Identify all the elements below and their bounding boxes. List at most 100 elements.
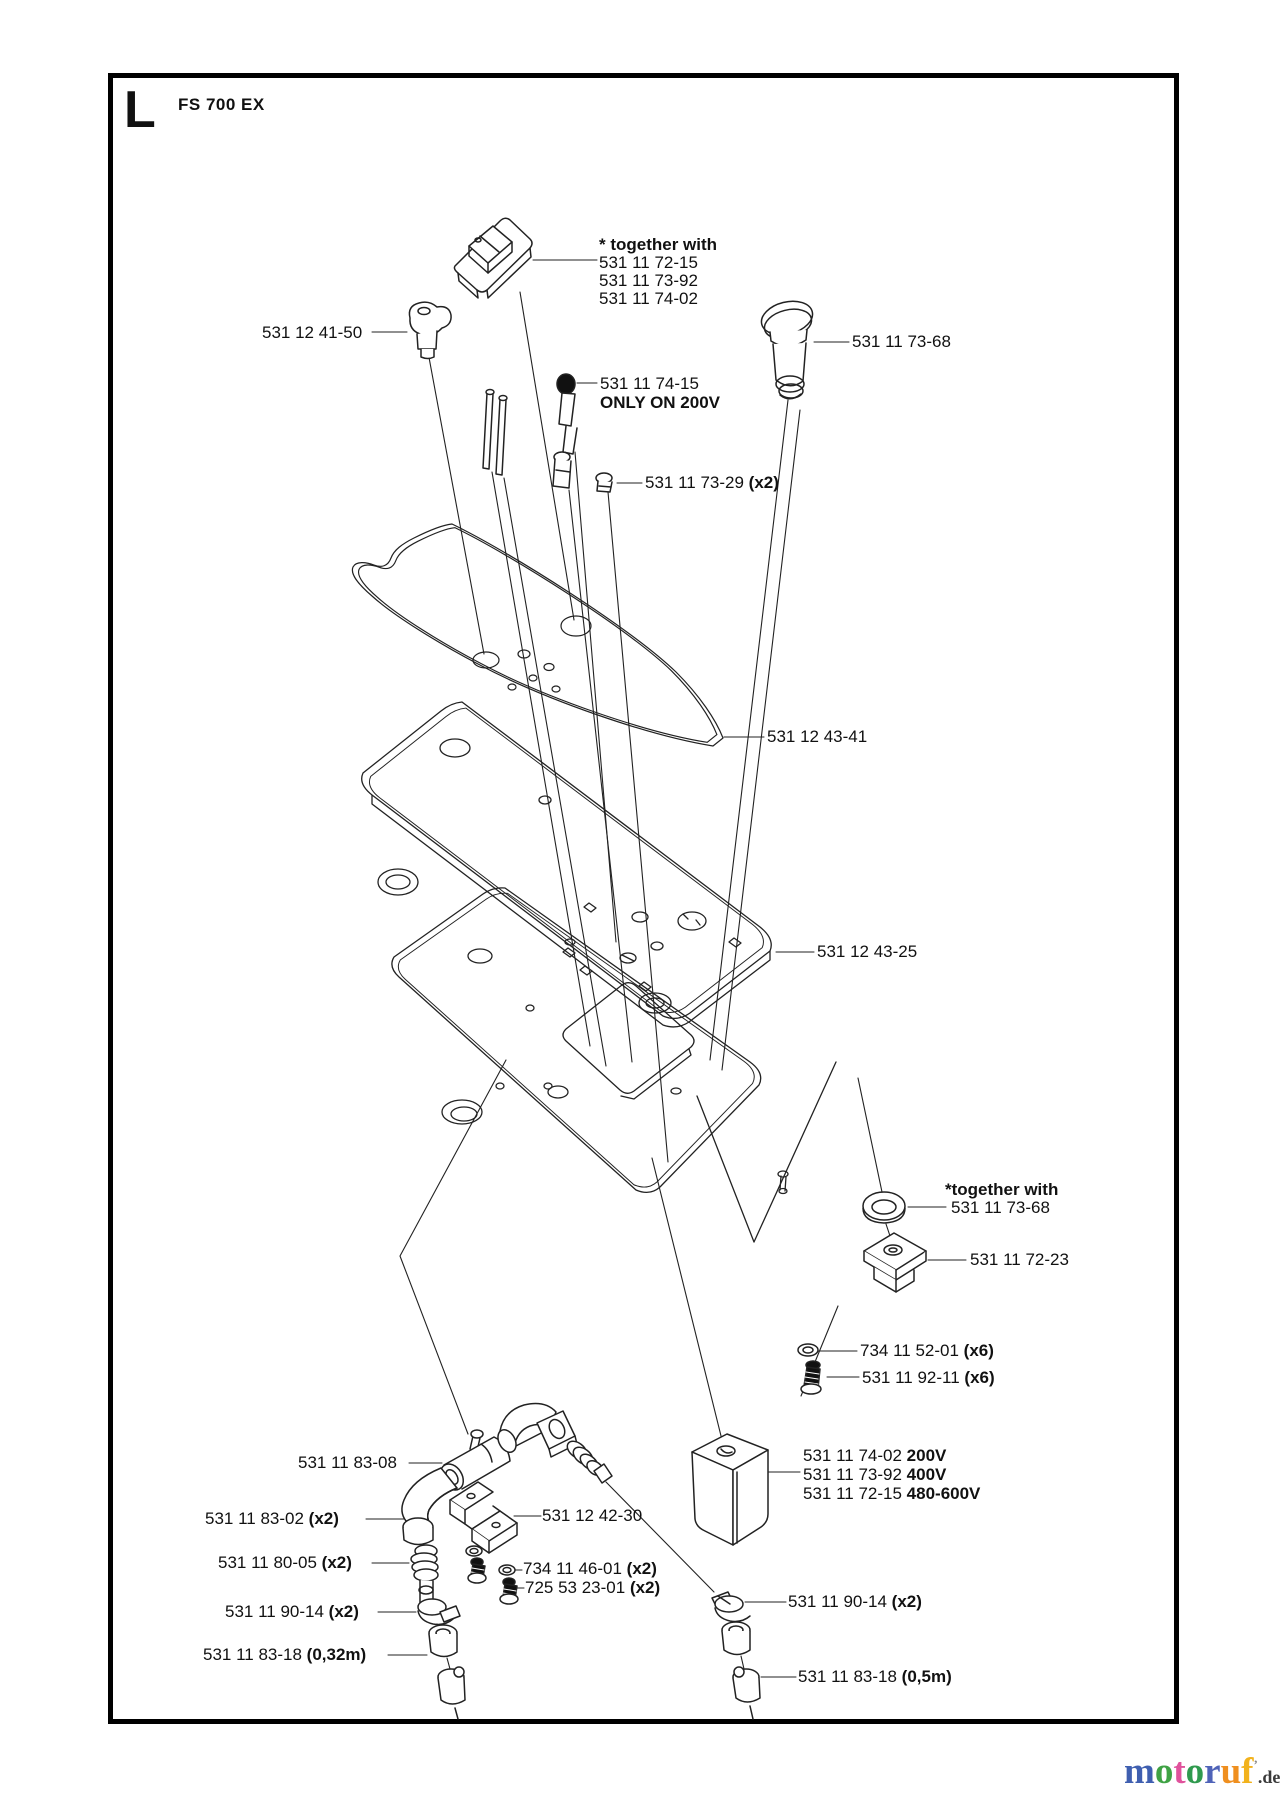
part-number: 531 11 83-02 xyxy=(205,1509,304,1528)
callout-washer-x6: 734 11 52-01 (x6) xyxy=(860,1342,994,1360)
callout-hose-left: 531 11 83-18 (0,32m) xyxy=(203,1646,366,1664)
part-number: 531 11 90-14 xyxy=(225,1602,324,1621)
part-number: 531 11 83-18 xyxy=(203,1645,302,1664)
part-number: 531 11 73-29 xyxy=(645,473,744,492)
together-with-title: * together with xyxy=(599,235,718,254)
callout-washer-x2: 734 11 46-01 (x2) xyxy=(523,1560,657,1578)
screw-pair-part xyxy=(552,451,613,493)
voltage-value: 480-600V xyxy=(906,1484,981,1503)
logo-letter: f xyxy=(1241,1751,1254,1792)
callout-screw-x6: 531 11 92-11 (x6) xyxy=(862,1369,995,1387)
clamp-left-part xyxy=(410,1544,461,1626)
logo-letter: o xyxy=(1154,1751,1174,1792)
quantity: (x2) xyxy=(328,1602,359,1621)
callout-button: 531 11 73-68 xyxy=(852,333,951,351)
part-number: 531 11 74-02 xyxy=(599,289,698,308)
voltage-variant-row: 531 11 73-92 400V xyxy=(803,1465,980,1484)
voltage-value: 200V xyxy=(906,1446,947,1465)
logo-domain-suffix: .de xyxy=(1257,1767,1281,1787)
callout-bracket: 531 12 42-30 xyxy=(542,1507,642,1525)
quantity: (x2) xyxy=(748,473,779,492)
model-title: FS 700 EX xyxy=(178,95,265,114)
quantity: (x2) xyxy=(629,1578,661,1597)
part-number: 531 11 73-68 xyxy=(951,1198,1050,1217)
length-value: (0,5m) xyxy=(901,1667,952,1686)
screw-x6-part xyxy=(800,1360,822,1395)
diagram-frame xyxy=(108,73,1179,1724)
tnut-part xyxy=(863,1232,927,1293)
part-number: 531 12 43-25 xyxy=(817,942,918,961)
logo-letter: u xyxy=(1220,1751,1242,1792)
leader-lines xyxy=(365,259,967,1678)
threaded-fitting-right-part xyxy=(566,1440,613,1484)
callout-together-with-right: *together with 531 11 73-68 xyxy=(945,1181,1058,1217)
callout-clamp-right: 531 11 90-14 (x2) xyxy=(788,1593,922,1611)
voltage-block-part xyxy=(691,1433,769,1546)
quantity: (x2) xyxy=(321,1553,352,1572)
length-value: (0,32m) xyxy=(306,1645,367,1664)
bottom-plate-part xyxy=(391,887,837,1243)
callout-plate: 531 12 43-25 xyxy=(817,943,917,961)
elbow-top-part xyxy=(497,1402,578,1458)
part-number: 531 11 73-92 xyxy=(803,1465,902,1484)
callout-fitting-x2: 531 11 80-05 (x2) xyxy=(218,1554,352,1572)
part-number: 531 11 73-68 xyxy=(852,332,951,351)
button-part xyxy=(760,300,814,400)
callout-tnut: 531 11 72-23 xyxy=(970,1251,1069,1269)
middle-plate-part xyxy=(361,701,772,1028)
part-number: 734 11 52-01 xyxy=(860,1341,959,1360)
part-number: 725 53 23-01 xyxy=(525,1578,626,1597)
quantity: (x2) xyxy=(891,1592,922,1611)
callout-elbow-x2: 531 11 83-02 (x2) xyxy=(205,1510,339,1528)
quantity: (x6) xyxy=(964,1368,995,1387)
callout-screw-pair: 531 11 73-29 (x2) xyxy=(645,474,779,492)
washer-x6-part xyxy=(797,1343,819,1357)
callout-tee-fitting: 531 11 83-08 xyxy=(298,1454,397,1472)
callout-voltage-variants: 531 11 74-02 200V 531 11 73-92 400V 531 … xyxy=(803,1446,980,1503)
callout-gasket: 531 12 43-41 xyxy=(767,728,867,746)
pin-200v-part xyxy=(556,373,578,455)
part-number: 531 12 41-50 xyxy=(262,323,363,342)
hose-left-part xyxy=(428,1624,466,1720)
screw-x2-part xyxy=(467,1557,519,1605)
knob-part xyxy=(408,301,452,360)
gasket-panel-part xyxy=(351,523,724,747)
quantity: (x2) xyxy=(308,1509,339,1528)
part-number: 734 11 46-01 xyxy=(523,1559,622,1578)
hose-right-part xyxy=(721,1621,761,1720)
callout-hose-right: 531 11 83-18 (0,5m) xyxy=(798,1668,952,1686)
part-number: 531 11 92-11 xyxy=(862,1368,960,1387)
switch-plate-part xyxy=(453,217,533,299)
voltage-note: ONLY ON 200V xyxy=(600,393,721,412)
motoruf-logo[interactable]: motoruf’.de xyxy=(1124,1752,1280,1792)
voltage-variant-row: 531 11 74-02 200V xyxy=(803,1446,980,1465)
quantity: (x2) xyxy=(626,1559,657,1578)
callout-knob: 531 12 41-50 xyxy=(262,324,362,342)
part-number: 531 11 72-15 xyxy=(599,253,698,272)
part-number: 531 11 83-08 xyxy=(298,1453,397,1472)
part-number: 531 11 80-05 xyxy=(218,1553,317,1572)
callout-screw-x2: 725 53 23-01 (x2) xyxy=(525,1579,660,1597)
callout-clamp-left: 531 11 90-14 (x2) xyxy=(225,1603,359,1621)
contact-pins-part xyxy=(482,388,508,476)
logo-letter: t xyxy=(1173,1751,1186,1792)
logo-trademark: ’ xyxy=(1253,1757,1258,1772)
bracket-part xyxy=(449,1481,518,1554)
part-number: 531 11 74-02 xyxy=(803,1446,902,1465)
voltage-variant-row: 531 11 72-15 480-600V xyxy=(803,1484,980,1503)
elbow-left-part xyxy=(401,1467,458,1546)
logo-letter: r xyxy=(1204,1751,1221,1792)
part-number: 531 11 90-14 xyxy=(788,1592,887,1611)
logo-letter: o xyxy=(1185,1751,1205,1792)
part-number: 531 11 73-92 xyxy=(599,271,698,290)
together-with-title: *together with xyxy=(945,1180,1059,1199)
part-number: 531 12 43-41 xyxy=(767,727,868,746)
callout-pin-200v: 531 11 74-15 ONLY ON 200V xyxy=(600,374,720,412)
part-number: 531 12 42-30 xyxy=(542,1506,643,1525)
logo-letter: m xyxy=(1124,1751,1155,1792)
voltage-value: 400V xyxy=(906,1465,947,1484)
part-number: 531 11 72-23 xyxy=(970,1250,1069,1269)
callout-together-with-top: * together with 531 11 72-15 531 11 73-9… xyxy=(599,236,717,308)
